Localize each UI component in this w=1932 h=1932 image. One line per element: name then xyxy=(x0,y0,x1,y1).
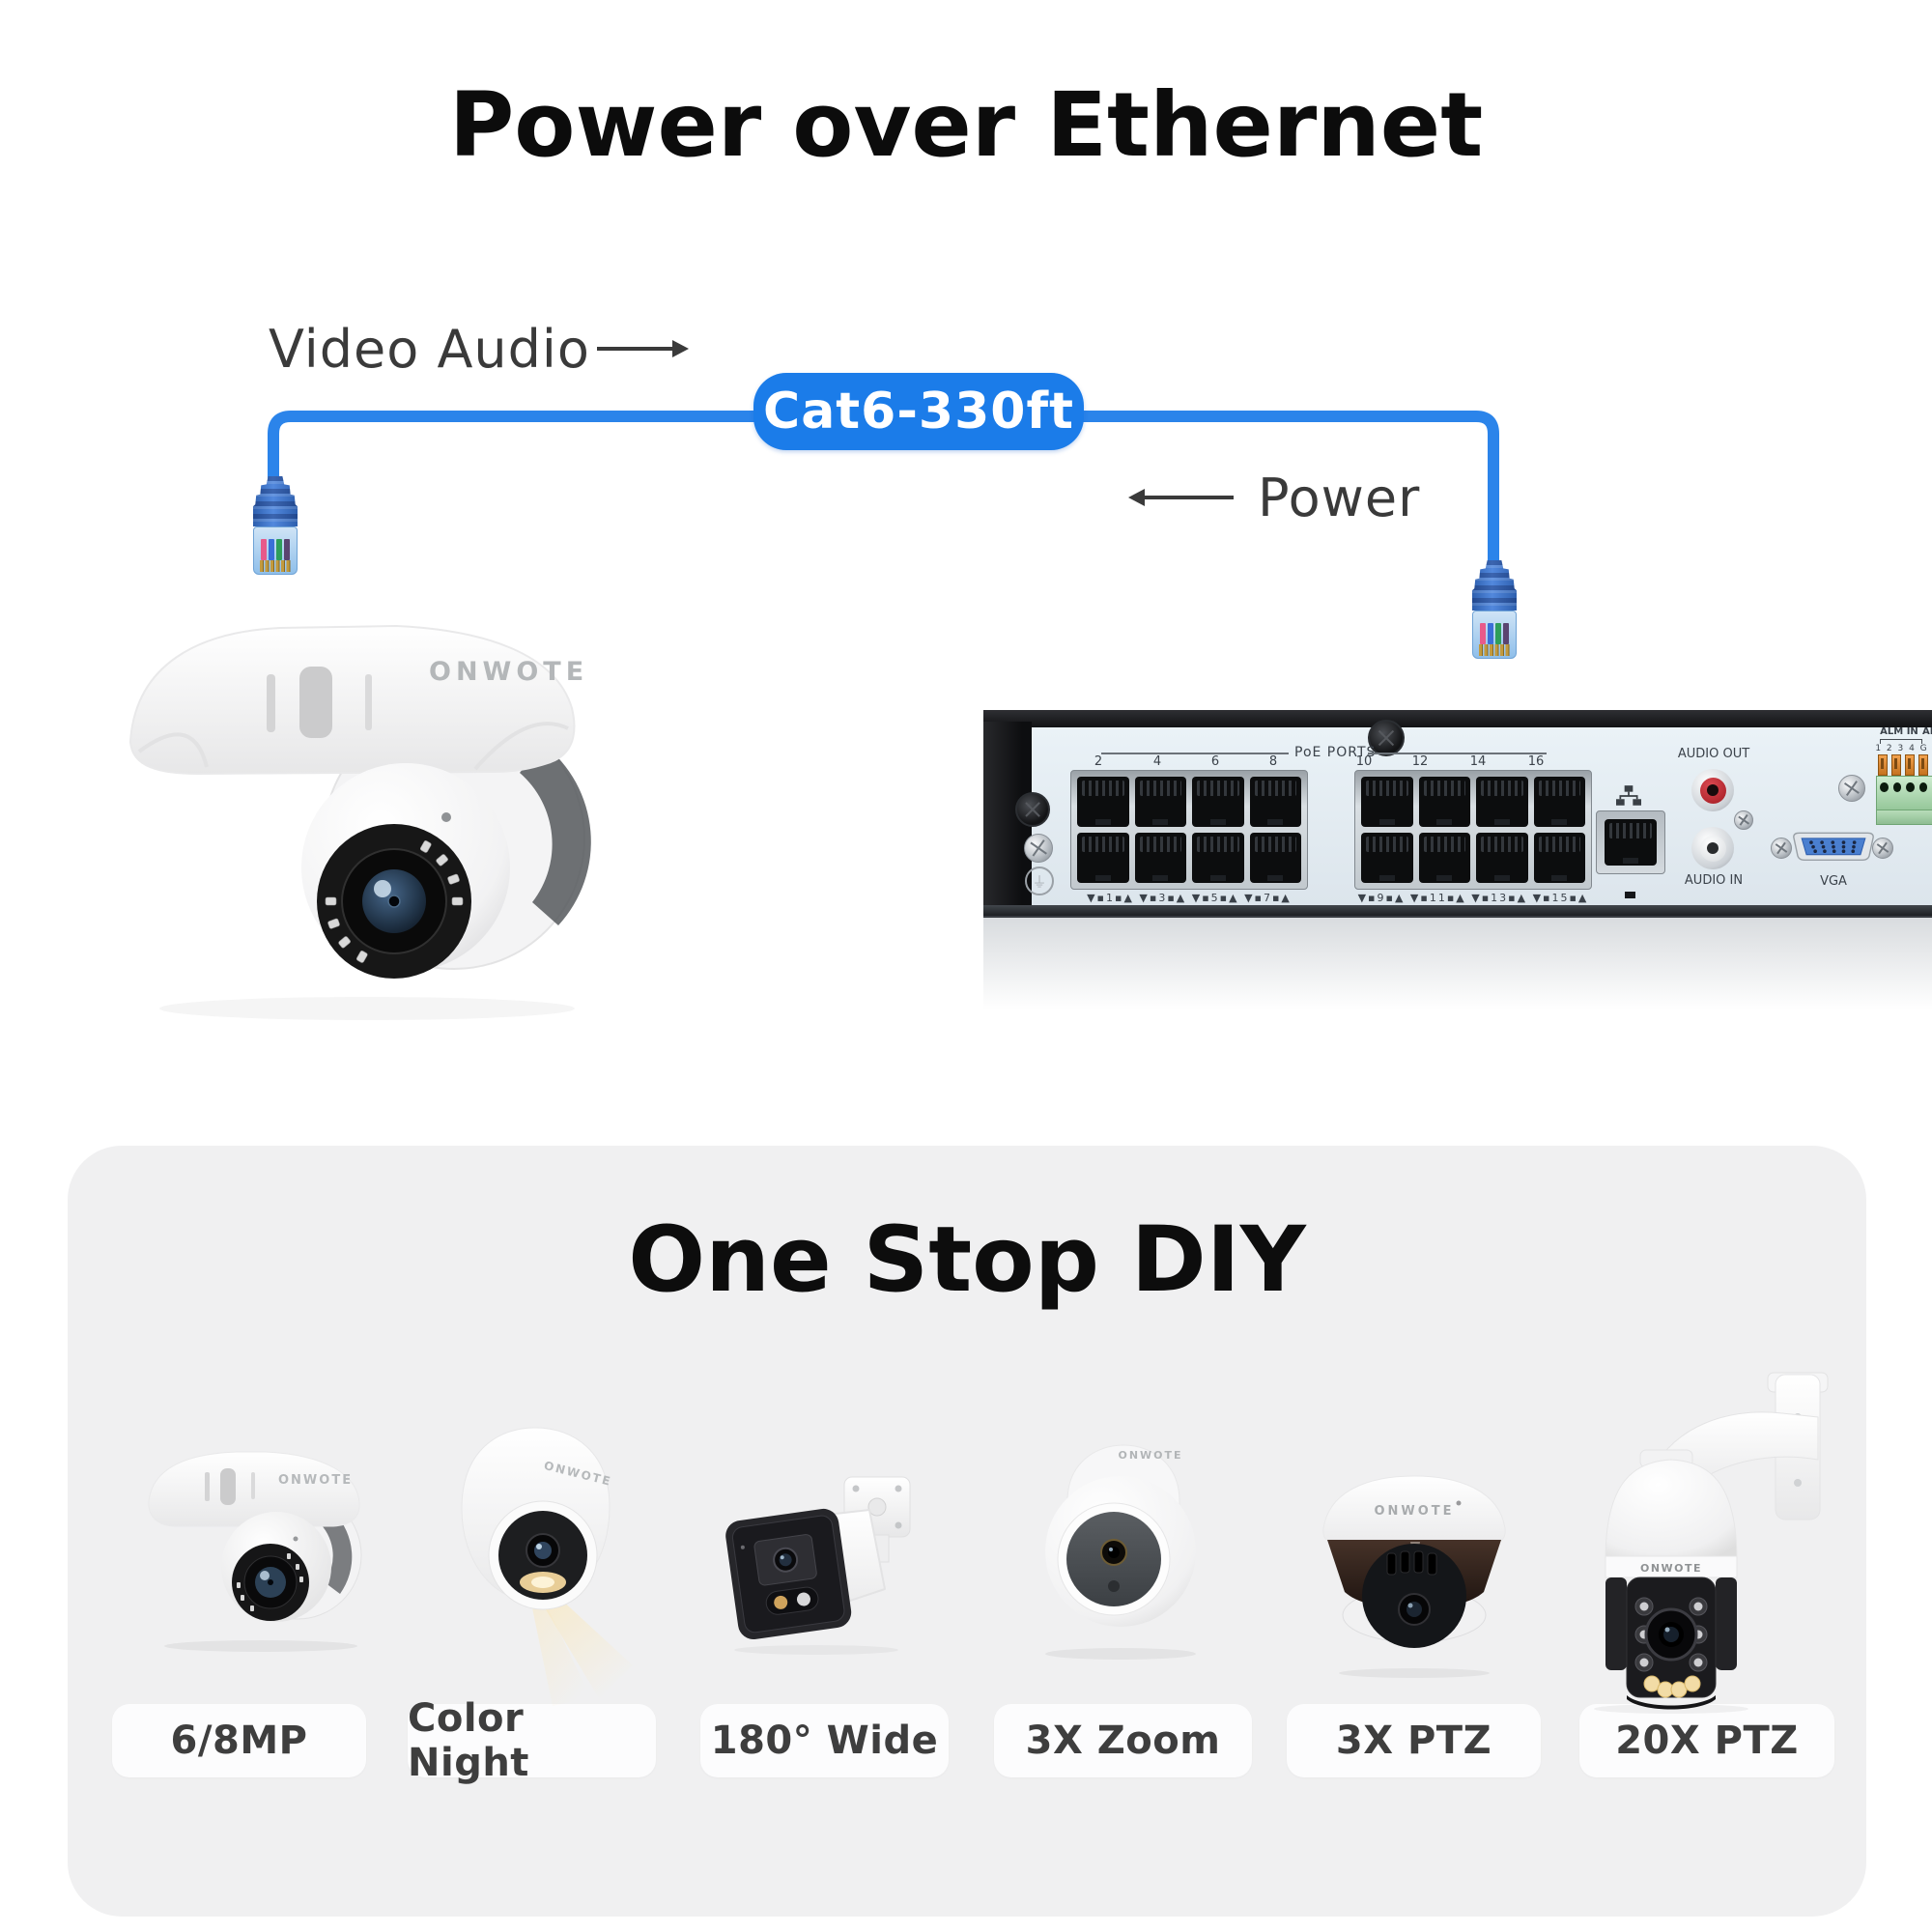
port-number: 16 xyxy=(1527,754,1545,769)
sensor-dot xyxy=(1108,1580,1120,1592)
diy-card: One Stop DIY 6/8MP Color Night 180° Wide… xyxy=(68,1146,1866,1917)
audio-out-jack xyxy=(1691,769,1734,811)
poe-port xyxy=(1134,833,1186,883)
camera-tag-20x-ptz: 20X PTZ xyxy=(1579,1704,1834,1777)
screw xyxy=(1734,810,1753,830)
camera-front-face xyxy=(725,1508,852,1640)
dome-top xyxy=(1605,1459,1738,1561)
port-number: 6 xyxy=(1210,754,1220,769)
poe-port xyxy=(1361,777,1413,827)
nvr-reflection xyxy=(983,916,1932,1041)
camera-tag-color-night: Color Night xyxy=(408,1696,656,1785)
port-number: 4 xyxy=(1152,754,1162,769)
screw xyxy=(1872,838,1893,859)
camera-shadow xyxy=(159,997,575,1020)
rj45-boot xyxy=(253,476,298,526)
poe-port xyxy=(1418,777,1470,827)
power-label: Power xyxy=(1258,468,1421,528)
nvr-bottom-edge xyxy=(983,905,1932,918)
brand-logo: ONWOTE xyxy=(278,1473,353,1488)
warm-led xyxy=(774,1595,788,1609)
ground-symbol: ⏚ xyxy=(1025,867,1054,895)
lan-port xyxy=(1596,810,1665,874)
screw xyxy=(1838,775,1865,802)
screw xyxy=(1368,720,1405,756)
poe-port xyxy=(1533,833,1585,883)
port-markers-right: ▼▪9▪▲ ▼▪11▪▲ ▼▪13▪▲ ▼▪15▪▲ xyxy=(1357,892,1589,904)
mic-hole xyxy=(441,812,451,822)
ir-leds xyxy=(237,1553,303,1611)
power-arrow-icon xyxy=(1128,489,1234,506)
alm-in-label: ALM IN xyxy=(1880,726,1918,737)
nvr-top-edge xyxy=(983,710,1932,727)
poe-port xyxy=(1077,777,1129,827)
port-number: 8 xyxy=(1268,754,1278,769)
rj45-plug xyxy=(1472,611,1517,659)
vent-slots xyxy=(1386,1550,1437,1576)
poe-port xyxy=(1476,777,1528,827)
camera-tag-180-wide: 180° Wide xyxy=(700,1704,949,1777)
rj45-connector-left xyxy=(253,476,298,575)
camera-tag-3x-ptz: 3X PTZ xyxy=(1287,1704,1541,1777)
port-number: 10 xyxy=(1355,754,1373,769)
poe-port xyxy=(1418,833,1470,883)
brand-logo: ONWOTE xyxy=(1640,1562,1702,1575)
poe-port xyxy=(1077,833,1129,883)
port-number: 12 xyxy=(1411,754,1429,769)
brand-logo: ONWOTE xyxy=(1374,1504,1454,1519)
diy-title: One Stop DIY xyxy=(628,1208,1306,1313)
poe-port xyxy=(1249,777,1301,827)
poe-port xyxy=(1192,833,1244,883)
port-number: 14 xyxy=(1469,754,1487,769)
camera-1-turret-illustration: ONWOTE xyxy=(148,1451,362,1652)
light-beam xyxy=(535,1586,633,1698)
nvr-back-panel: ⏚ PoE PORTS 2 4 6 8 10 12 14 16 ▼▪1▪▲ ▼▪… xyxy=(983,710,1932,918)
audio-in-jack xyxy=(1691,827,1734,869)
poe-port xyxy=(1361,833,1413,883)
rj45-boot xyxy=(1472,560,1517,611)
camera-tag-3x-zoom: 3X Zoom xyxy=(994,1704,1252,1777)
dome-camera-illustration: ONWOTE xyxy=(128,624,591,1020)
camera-tag-6-8mp: 6/8MP xyxy=(112,1704,366,1777)
ir-leds xyxy=(325,840,464,963)
poe-port xyxy=(1134,777,1186,827)
audio-in-label: AUDIO IN xyxy=(1684,873,1744,888)
vga-label: VGA xyxy=(1820,874,1847,889)
poe-port xyxy=(1249,833,1301,883)
cable-length-badge: Cat6-330ft xyxy=(753,373,1084,450)
poe-ports-label: PoE PORTS xyxy=(1294,745,1377,760)
lan-icon xyxy=(1616,785,1641,806)
brand-logo: ONWOTE xyxy=(1118,1449,1182,1462)
video-audio-label: Video Audio xyxy=(269,319,590,380)
poe-port-block-1 xyxy=(1070,770,1308,890)
alarm-terminal-block xyxy=(1876,754,1932,825)
camera-4-zoom-turret-illustration: ONWOTE xyxy=(1045,1444,1196,1660)
camera-2-color-night-illustration: ONWOTE xyxy=(461,1427,633,1706)
audio-out-label: AUDIO OUT xyxy=(1677,747,1750,761)
poe-port xyxy=(1476,833,1528,883)
rj45-connector-right xyxy=(1472,560,1517,659)
brand-logo: ONWOTE xyxy=(429,657,588,687)
poe-port xyxy=(1533,777,1585,827)
camera-6-ptz-illustration: ONWOTE xyxy=(1594,1372,1829,1714)
screw xyxy=(1771,838,1792,859)
port-markers-left: ▼▪1▪▲ ▼▪3▪▲ ▼▪5▪▲ ▼▪7▪▲ xyxy=(1087,892,1292,904)
page-title: Power over Ethernet xyxy=(448,73,1484,177)
vga-port xyxy=(1793,832,1874,861)
video-audio-arrow-icon xyxy=(597,340,689,357)
screw xyxy=(1024,834,1053,863)
camera-3-bullet-illustration xyxy=(725,1476,911,1655)
lens-glass xyxy=(534,1542,552,1559)
alm-out-partial-label: AL xyxy=(1922,726,1932,737)
warm-leds xyxy=(1643,1675,1701,1698)
port-number: 2 xyxy=(1094,754,1103,769)
poe-port xyxy=(1192,777,1244,827)
white-led xyxy=(796,1592,810,1606)
poe-port-block-2 xyxy=(1354,770,1592,890)
camera-5-vandal-dome-illustration: ONWOTE xyxy=(1322,1475,1506,1678)
alm-pin-numbers: 1 2 3 4 G xyxy=(1875,744,1927,753)
screw xyxy=(1015,792,1050,827)
rj45-plug xyxy=(253,526,298,575)
camera-skirt xyxy=(128,624,576,776)
